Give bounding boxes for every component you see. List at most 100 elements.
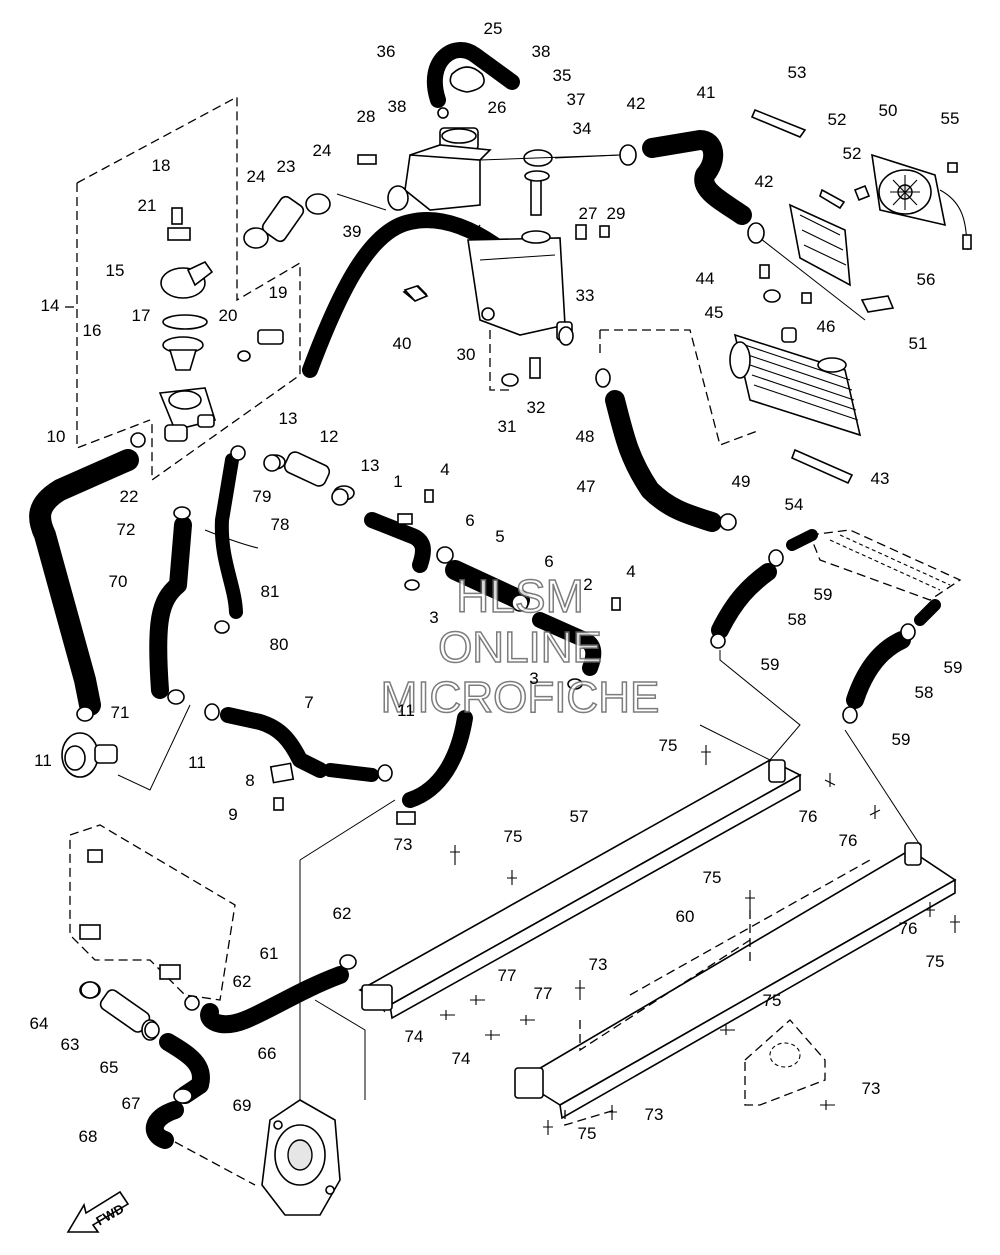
callout-38: 38 (388, 97, 407, 116)
callout-11: 11 (34, 751, 52, 770)
callout-74: 74 (405, 1027, 424, 1046)
callout-77: 77 (534, 984, 553, 1003)
callout-75: 75 (504, 827, 523, 846)
callout-6: 6 (465, 511, 474, 530)
callout-53: 53 (788, 63, 807, 82)
reservoir-cap (523, 149, 553, 216)
callout-6: 6 (544, 552, 553, 571)
callout-73: 73 (589, 955, 608, 974)
filler-neck-assembly (357, 42, 520, 211)
callout-43: 43 (871, 469, 890, 488)
callout-58: 58 (788, 610, 807, 629)
callout-24: 24 (313, 141, 332, 160)
callout-75: 75 (659, 736, 678, 755)
callout-62: 62 (333, 904, 352, 923)
callout-64: 64 (30, 1014, 49, 1033)
callout-58: 58 (915, 683, 934, 702)
callout-68: 68 (79, 1127, 98, 1146)
callout-42: 42 (627, 94, 646, 113)
callout-25: 25 (484, 19, 503, 38)
callout-2: 2 (583, 575, 592, 594)
water-pump (61, 732, 118, 778)
callout-56: 56 (917, 270, 936, 289)
callout-10: 10 (47, 427, 66, 446)
callout-46: 46 (817, 317, 836, 336)
left-bracket (69, 824, 236, 1001)
callout-71: 71 (111, 703, 130, 722)
radiator-fan (871, 153, 972, 251)
callout-40: 40 (393, 334, 412, 353)
callout-57: 57 (570, 807, 589, 826)
callout-69: 69 (233, 1096, 252, 1115)
callout-45: 45 (705, 303, 724, 322)
callout-52: 52 (828, 110, 847, 129)
callout-42: 42 (755, 172, 774, 191)
callout-47: 47 (577, 477, 596, 496)
callout-17: 17 (132, 306, 151, 325)
callout-70: 70 (109, 572, 128, 591)
callout-38: 38 (532, 42, 551, 61)
callout-28: 28 (357, 107, 376, 126)
callout-4: 4 (440, 460, 449, 479)
callout-51: 51 (909, 334, 928, 353)
callout-59: 59 (761, 655, 780, 674)
callout-22: 22 (120, 487, 139, 506)
callout-18: 18 (152, 156, 171, 175)
callout-50: 50 (879, 101, 898, 120)
callout-24: 24 (247, 167, 266, 186)
callout-60: 60 (676, 907, 695, 926)
callout-79: 79 (253, 487, 272, 506)
callout-54: 54 (785, 495, 804, 514)
watermark-line-3: MICROFICHE (381, 673, 660, 722)
callout-48: 48 (576, 427, 595, 446)
callout-52: 52 (843, 144, 862, 163)
callout-41: 41 (697, 83, 716, 102)
callout-75: 75 (763, 991, 782, 1010)
callout-30: 30 (457, 345, 476, 364)
fwd-arrow-icon: FWD (66, 1190, 130, 1233)
callout-4: 4 (626, 562, 635, 581)
callout-36: 36 (377, 42, 396, 61)
radiator-seal-54 (790, 448, 854, 485)
callout-12: 12 (320, 427, 339, 446)
callout-3: 3 (529, 669, 538, 688)
callout-74: 74 (452, 1049, 471, 1068)
callout-33: 33 (576, 286, 595, 305)
radiator (729, 327, 862, 437)
radiator-seal-53 (750, 108, 807, 138)
callout-32: 32 (527, 398, 546, 417)
callout-75: 75 (703, 868, 722, 887)
callout-72: 72 (117, 520, 136, 539)
clamps-and-fasteners (76, 144, 916, 1104)
watermark: HLSM ONLINE MICROFICHE (380, 569, 660, 723)
callout-23: 23 (277, 157, 296, 176)
callout-3: 3 (429, 608, 438, 627)
callout-44: 44 (696, 269, 715, 288)
callout-39: 39 (343, 222, 362, 241)
callout-19: 19 (269, 283, 288, 302)
callout-11: 11 (188, 753, 206, 772)
callout-49: 49 (732, 472, 751, 491)
callout-34: 34 (573, 119, 592, 138)
callout-73: 73 (645, 1105, 664, 1124)
callout-76: 76 (899, 919, 918, 938)
callout-65: 65 (100, 1058, 119, 1077)
thermostat-housing (158, 207, 284, 442)
callout-20: 20 (219, 306, 238, 325)
heat-exchanger-rail-60 (514, 842, 957, 1120)
callout-1: 1 (393, 472, 402, 491)
callout-73: 73 (394, 835, 413, 854)
hose-23 (243, 193, 331, 249)
callout-29: 29 (607, 204, 626, 223)
watermark-line-2: ONLINE (438, 623, 602, 672)
callout-75: 75 (926, 952, 945, 971)
callout-80: 80 (270, 635, 289, 654)
callout-76: 76 (839, 831, 858, 850)
thermostat-group-outline (65, 95, 301, 482)
callout-35: 35 (553, 66, 572, 85)
callout-8: 8 (245, 771, 254, 790)
callout-77: 77 (498, 966, 517, 985)
watermark-line-1: HLSM (456, 570, 584, 622)
callout-11: 11 (397, 701, 415, 720)
